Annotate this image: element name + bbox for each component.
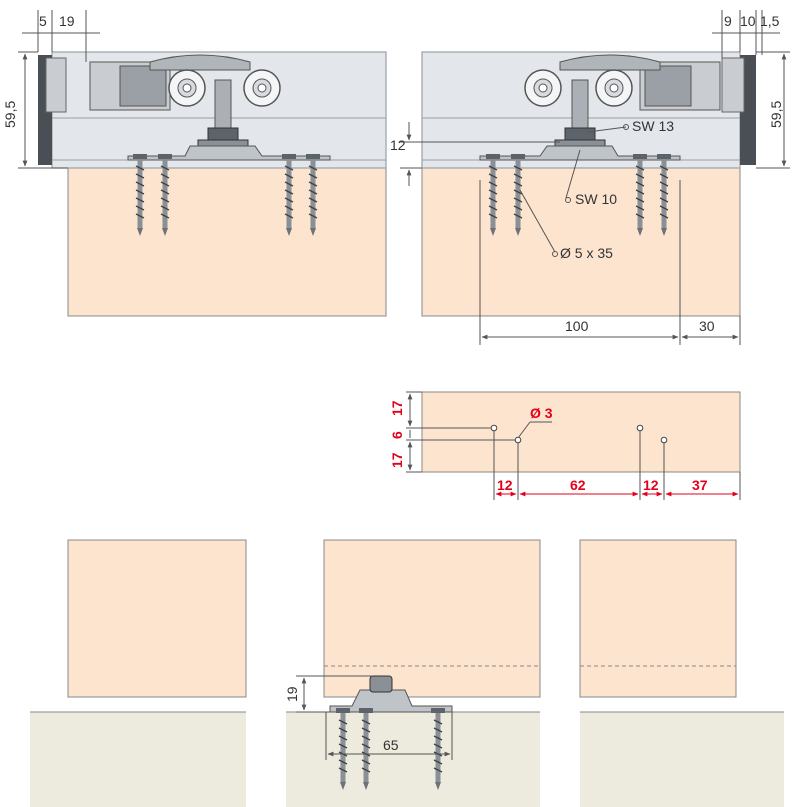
label-sw10: SW 10	[575, 191, 617, 207]
dims-top-right	[400, 10, 790, 345]
label-sw13: SW 13	[632, 118, 674, 134]
drill-hole-4	[660, 436, 668, 444]
dim-65: 65	[383, 737, 399, 753]
bottom-row: 19 65	[30, 539, 784, 807]
drill-hole-3	[636, 424, 644, 432]
label-hole-diameter: Ø 3	[530, 405, 553, 421]
door-panel-top-left	[67, 167, 387, 317]
dim-5: 5	[39, 13, 47, 29]
dim-100: 100	[565, 318, 589, 334]
top-left-assembly: 5 19 59,5	[2, 10, 387, 317]
floor-right	[580, 712, 784, 807]
door-bottom-middle	[323, 539, 541, 698]
dim-6: 6	[389, 431, 405, 439]
dim-17-top: 17	[389, 400, 405, 416]
dim-37: 37	[692, 477, 708, 493]
dim-height-left: 59,5	[2, 101, 18, 128]
door-edge-drill	[421, 391, 741, 473]
dim-height-right: 59,5	[768, 101, 784, 128]
top-right-assembly: 9 10 1,5 59,5 12 SW 13 SW 10 Ø 5 x 35 10…	[390, 10, 790, 345]
dim-1-5: 1,5	[760, 13, 780, 29]
floor-guide	[329, 675, 453, 791]
drill-hole-2	[514, 436, 522, 444]
dims-top-left	[18, 10, 100, 169]
dim-19-bottom: 19	[284, 686, 300, 702]
dim-12: 12	[390, 137, 406, 153]
door-bottom-right	[579, 539, 737, 698]
drilling-pattern: 17 6 17 Ø 3 12 62 12 37	[389, 391, 741, 500]
dim-62: 62	[570, 477, 586, 493]
label-screw-size: Ø 5 x 35	[560, 245, 613, 261]
dim-19: 19	[59, 13, 75, 29]
dim-9: 9	[724, 13, 732, 29]
dim-17-bottom: 17	[389, 452, 405, 468]
dim-12-b: 12	[643, 477, 659, 493]
dim-12-a: 12	[497, 477, 513, 493]
floor-left	[30, 712, 246, 807]
floor-middle	[286, 712, 540, 807]
door-bottom-left	[67, 539, 247, 698]
dim-10: 10	[740, 13, 756, 29]
door-panel-top-right	[421, 167, 741, 317]
dim-30: 30	[699, 318, 715, 334]
drill-hole-1	[490, 424, 498, 432]
roller-carriage-left	[89, 54, 281, 153]
